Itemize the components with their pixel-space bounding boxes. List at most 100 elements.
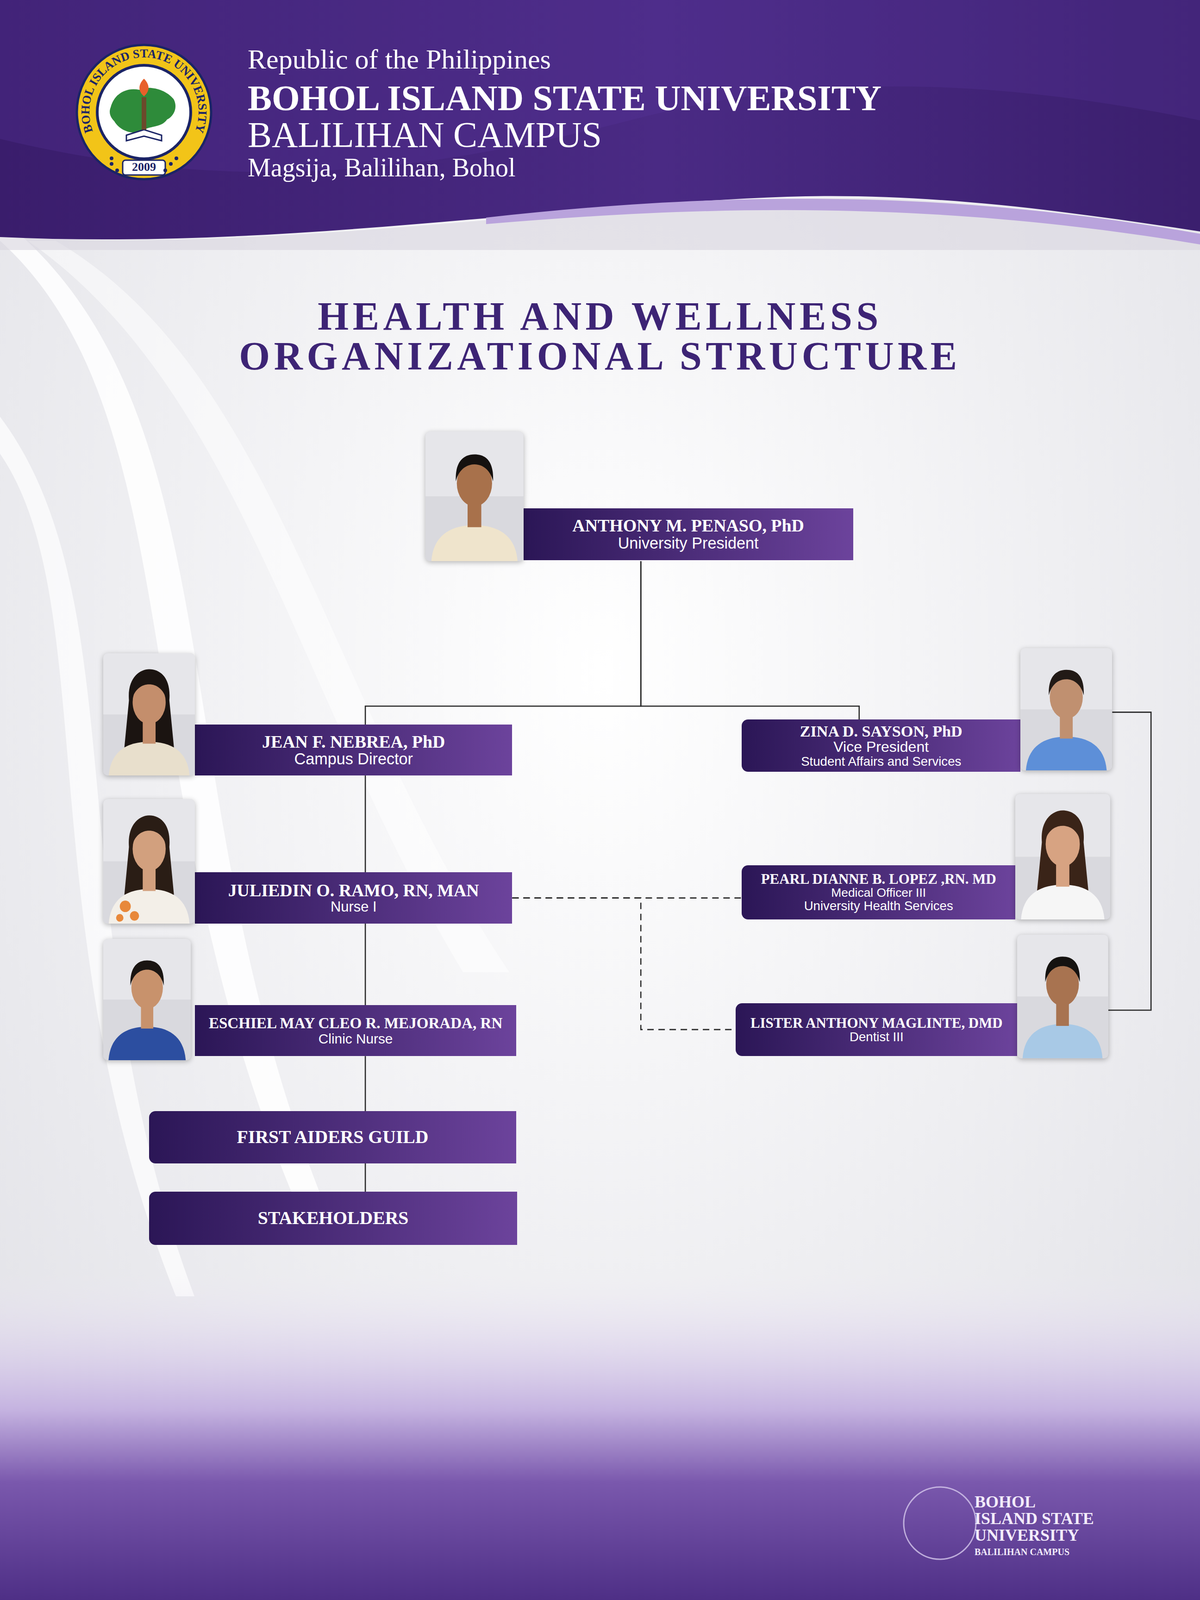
svg-rect <box>142 720 156 744</box>
svg-path <box>108 1026 186 1061</box>
header-stripe <box>486 198 1200 245</box>
portrait-figure <box>425 431 524 562</box>
chart-title: HEALTH AND WELLNESS ORGANIZATIONAL STRUC… <box>137 296 1063 376</box>
svg-path <box>456 454 494 482</box>
svg-path <box>1025 736 1107 771</box>
person-card: PEARL DIANNE B. LOPEZ ,RN. MDMedical Off… <box>741 793 1111 920</box>
svg-circle <box>95 63 193 161</box>
svg-path <box>1022 1024 1103 1059</box>
svg-rect <box>1059 715 1073 739</box>
group-card: FIRST AIDERS GUILD <box>149 1111 517 1163</box>
svg-circle <box>98 66 190 158</box>
university-seal: BOHOL ISLAND STATE UNIVERSITY 2009 <box>74 42 214 182</box>
svg-path <box>108 741 190 776</box>
name-bar: LISTER ANTHONY MAGLINTE, DMDDentist III <box>735 1003 1018 1057</box>
header-fill <box>0 0 1200 240</box>
person-role: Nurse I <box>330 899 377 915</box>
svg-path <box>131 674 167 700</box>
header-line: Magsija, Balilihan, Bohol <box>247 154 1174 181</box>
name-bar: JEAN F. NEBREA, PhDCampus Director <box>194 724 513 776</box>
seal-text-run: BOHOL ISLAND STATE UNIVERSITY <box>78 46 210 135</box>
group-bar: STAKEHOLDERS <box>149 1191 518 1245</box>
seal-text: BOHOL ISLAND STATE UNIVERSITY <box>78 46 210 135</box>
watermark-text: BALILIHAN CAMPUS <box>974 1547 1100 1557</box>
svg-path <box>431 525 518 562</box>
person-name: ZINA D. SAYSON, PhD <box>800 723 963 740</box>
person-role: University President <box>618 535 759 552</box>
seal-torch <box>141 97 147 130</box>
connector <box>364 775 367 873</box>
name-bar: PEARL DIANNE B. LOPEZ ,RN. MDMedical Off… <box>741 865 1016 920</box>
group-card: STAKEHOLDERS <box>149 1191 518 1245</box>
header-line: BALILIHAN CAMPUS <box>247 116 1174 153</box>
person-role: University Health Services <box>804 899 954 913</box>
svg-rect <box>1020 648 1113 771</box>
portrait-photo <box>103 799 195 924</box>
background-wisp <box>0 416 195 1297</box>
person-role: Dentist III <box>849 1030 904 1044</box>
portrait-figure <box>1020 648 1113 771</box>
header-line: Republic of the Philippines <box>247 45 1174 74</box>
group-name: FIRST AIDERS GUILD <box>237 1127 429 1147</box>
person-name: JEAN F. NEBREA, PhD <box>262 732 445 751</box>
svg-path <box>1037 810 1089 891</box>
svg-circle <box>115 913 124 922</box>
connector <box>364 1163 367 1193</box>
svg-path <box>124 668 174 748</box>
seal-book <box>126 129 162 141</box>
person-role: Medical Officer III <box>831 886 926 900</box>
svg-path <box>1048 669 1084 695</box>
person-name: PEARL DIANNE B. LOPEZ ,RN. MD <box>761 871 997 887</box>
svg-path <box>108 888 190 924</box>
name-bar: ZINA D. SAYSON, PhDVice PresidentStudent… <box>741 719 1021 773</box>
connector <box>364 923 367 1006</box>
person-role: Student Affairs and Services <box>800 755 962 769</box>
portrait-photo <box>1020 648 1113 771</box>
seal-star <box>109 162 114 166</box>
svg-circle <box>76 44 212 180</box>
person-card: ESCHIEL MAY CLEO R. MEJORADA, RNClinic N… <box>103 938 517 1061</box>
name-bar: ESCHIEL MAY CLEO R. MEJORADA, RNClinic N… <box>194 1005 517 1057</box>
svg-rect <box>1017 934 1108 1059</box>
svg-path <box>124 815 174 895</box>
svg-rect <box>103 938 192 1061</box>
svg-rect <box>467 503 482 528</box>
portrait-photo <box>103 653 195 776</box>
svg-path <box>130 960 164 986</box>
group-name: STAKEHOLDERS <box>257 1208 409 1228</box>
header-text-column: Republic of the PhilippinesBOHOL ISLAND … <box>247 45 1174 181</box>
connector <box>1108 712 1152 1011</box>
watermark-text: BOHOL ISLAND STATE UNIVERSITY <box>974 1493 1100 1544</box>
svg-rect <box>103 653 195 776</box>
connector <box>640 561 860 720</box>
seal-star <box>168 162 173 166</box>
connector <box>365 561 641 725</box>
portrait-figure <box>1017 934 1108 1059</box>
svg-path <box>131 820 167 847</box>
person-card: LISTER ANTHONY MAGLINTE, DMDDentist III <box>735 934 1108 1059</box>
svg-rect <box>1056 863 1070 887</box>
person-name: ANTHONY M. PENASO, PhD <box>572 516 805 535</box>
seal-star <box>109 156 114 161</box>
watermark-holder: BOHOL ISLAND STATE UNIVERSITY BALILIHAN C… <box>974 1493 1100 1557</box>
connector <box>364 1056 367 1112</box>
svg-rect <box>142 868 156 892</box>
svg-path <box>1045 956 1081 982</box>
watermark-seal <box>903 1487 976 1560</box>
header-band: Republic of the Philippines BOHOL ISLAND … <box>0 0 1200 250</box>
portrait-figure <box>1015 793 1111 920</box>
portrait-photo <box>1017 934 1108 1059</box>
person-name: LISTER ANTHONY MAGLINTE, DMD <box>750 1015 1003 1031</box>
name-bar: ANTHONY M. PENASO, PhDUniversity Preside… <box>523 508 854 561</box>
person-card: JULIEDIN O. RAMO, RN, MANNurse I <box>103 799 513 924</box>
svg-rect <box>103 799 195 924</box>
svg-path <box>1020 884 1105 920</box>
person-role: Clinic Nurse <box>318 1031 394 1046</box>
portrait-photo <box>425 431 524 562</box>
person-card: JEAN F. NEBREA, PhDCampus Director <box>103 653 513 776</box>
seal-year: 2009 <box>74 160 214 175</box>
person-card: ANTHONY M. PENASO, PhDUniversity Preside… <box>425 431 854 562</box>
svg-rect <box>1056 1003 1069 1026</box>
